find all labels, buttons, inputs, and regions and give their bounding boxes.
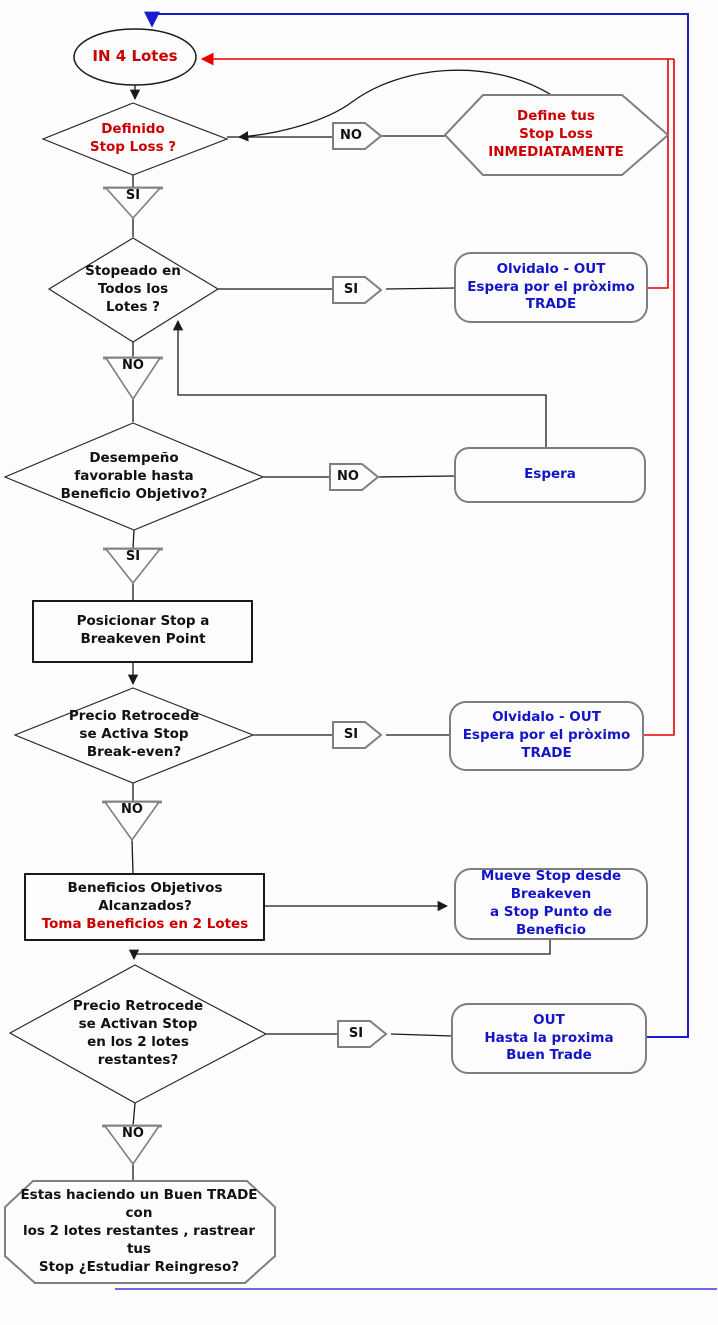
red-line-from-olvidalo-1 bbox=[647, 59, 669, 289]
flag-no-3-shape bbox=[329, 463, 380, 491]
line-desempeno-to-si bbox=[132, 529, 135, 550]
rect-beneficios-shape bbox=[24, 873, 265, 941]
line-siflag-to-olvidalo1 bbox=[385, 287, 456, 290]
line-retrocede2-to-no bbox=[132, 1102, 136, 1127]
flag-si-4-shape bbox=[332, 721, 383, 749]
triangle-no-4-shape bbox=[103, 801, 161, 842]
rect-posicionar-shape bbox=[32, 600, 253, 663]
decision-retrocede2-shape bbox=[8, 964, 268, 1104]
triangle-no-2-shape bbox=[104, 357, 162, 401]
line-noflag-to-espera bbox=[377, 475, 456, 478]
triangle-si-3-shape bbox=[104, 548, 162, 585]
decision-desempeno-shape bbox=[3, 422, 265, 531]
start-ellipse-shape bbox=[73, 28, 197, 86]
curve-hexagon-to-definido bbox=[237, 69, 554, 142]
flag-si-5-shape bbox=[337, 1020, 388, 1048]
triangle-no-5-shape bbox=[103, 1125, 161, 1166]
box-mueve-shape bbox=[454, 868, 648, 940]
hexagon-define-stop-shape bbox=[443, 94, 670, 176]
blue-line-from-out bbox=[152, 13, 689, 1038]
line-mueve-to-retrocede2 bbox=[128, 938, 551, 961]
decision-retrocede1-shape bbox=[13, 687, 255, 784]
triangle-si-1-shape bbox=[104, 187, 162, 220]
line-espera-feedback bbox=[172, 319, 547, 448]
box-espera-shape bbox=[454, 447, 646, 503]
red-line-from-olvidalo-2 bbox=[643, 59, 675, 736]
line-no-to-beneficios bbox=[131, 839, 134, 874]
line-siflag-to-out bbox=[390, 1033, 453, 1037]
box-olvidalo-2-shape bbox=[449, 701, 644, 771]
flag-no-1-shape bbox=[332, 122, 383, 150]
decision-definido-shape bbox=[41, 102, 229, 176]
flag-si-2-shape bbox=[332, 276, 383, 304]
blue-loop-lines bbox=[115, 11, 717, 1290]
black-connectors bbox=[127, 69, 554, 1181]
octagon-buentrade-shape bbox=[4, 1180, 276, 1284]
box-olvidalo-1-shape bbox=[454, 252, 648, 323]
decision-stopeado-shape bbox=[47, 237, 220, 343]
box-out-shape bbox=[451, 1003, 647, 1074]
